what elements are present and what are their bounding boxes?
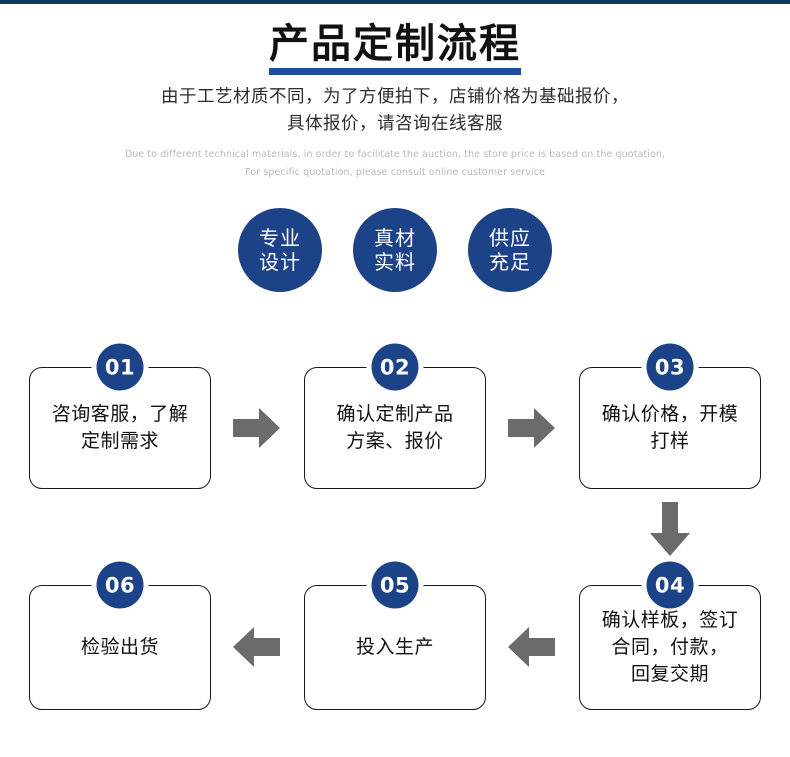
badge-line-2: 充足	[489, 250, 531, 274]
process-flow-diagram: 咨询客服，了解 定制需求 01 确认定制产品 方案、报价 02 确认价格，开模 …	[0, 330, 790, 730]
process-step-04-box: 确认样板，签订 合同，付款， 回复交期	[579, 585, 761, 710]
process-step-03: 确认价格，开模 打样 03	[579, 343, 761, 489]
process-step-06-label: 检验出货	[71, 634, 169, 661]
step-label-line: 检验出货	[80, 636, 159, 659]
process-step-01-number: 01	[96, 343, 144, 391]
process-step-04-number: 04	[646, 561, 694, 609]
process-step-01-box: 咨询客服，了解 定制需求	[29, 367, 211, 489]
badge-line-1: 专业	[259, 225, 301, 250]
subtitle-chinese-line-1: 由于工艺材质不同，为了方便拍下，店铺价格为基础报价，	[161, 86, 629, 107]
process-step-01: 咨询客服，了解 定制需求 01	[29, 343, 211, 489]
process-step-05-label: 投入生产	[346, 634, 444, 661]
process-step-02-label: 确认定制产品 方案、报价	[326, 401, 463, 455]
arrow-right-icon-01-to-02	[233, 406, 281, 450]
process-step-04: 确认样板，签订 合同，付款， 回复交期 04	[579, 561, 761, 710]
step-label-line: 定制需求	[80, 430, 159, 452]
step-label-line: 合同，付款，	[611, 636, 729, 659]
subtitle-english-line-1: Due to different technical materials, in…	[124, 149, 666, 161]
process-step-06: 检验出货 06	[29, 561, 211, 710]
badge-line-2: 实料	[374, 250, 416, 274]
page-title: 产品定制流程	[269, 21, 521, 67]
step-label-line: 确认样板，签订	[601, 609, 739, 632]
arrow-right-icon-02-to-03	[508, 406, 556, 450]
process-step-04-label: 确认样板，签订 合同，付款， 回复交期	[592, 607, 749, 688]
process-step-02: 确认定制产品 方案、报价 02	[304, 343, 486, 489]
step-label-line: 回复交期	[630, 662, 709, 685]
arrow-left-icon-04-to-05	[508, 625, 556, 669]
arrow-down-icon-03-to-04	[648, 502, 692, 558]
feature-badge-professional-design: 专业 设计	[238, 208, 322, 292]
subtitle-english-line-2: For specific quotation, please consult o…	[245, 166, 545, 178]
badge-line-1: 供应	[489, 225, 531, 250]
step-label-line: 打样	[650, 430, 690, 452]
step-label-line: 投入生产	[355, 636, 434, 659]
process-step-01-label: 咨询客服，了解 定制需求	[42, 401, 199, 455]
badge-line-2: 设计	[259, 250, 301, 274]
feature-badge-genuine-materials: 真材 实料	[353, 208, 437, 292]
process-step-03-number: 03	[646, 343, 694, 391]
process-step-02-number: 02	[371, 343, 419, 391]
title-underline	[269, 67, 521, 75]
process-step-03-label: 确认价格，开模 打样	[592, 401, 749, 455]
process-step-02-box: 确认定制产品 方案、报价	[304, 367, 486, 489]
subtitle-chinese: 由于工艺材质不同，为了方便拍下，店铺价格为基础报价， 具体报价，请咨询在线客服	[0, 84, 790, 138]
feature-badge-group: 专业 设计 真材 实料 供应 充足	[0, 208, 790, 292]
badge-line-1: 真材	[374, 225, 416, 250]
page-title-wrapper: 产品定制流程	[269, 4, 521, 75]
arrow-left-icon-05-to-06	[233, 625, 281, 669]
process-step-06-number: 06	[96, 561, 144, 609]
step-label-line: 咨询客服，了解	[51, 403, 189, 426]
step-label-line: 确认定制产品	[336, 403, 454, 426]
subtitle-chinese-line-2: 具体报价，请咨询在线客服	[287, 113, 503, 134]
step-label-line: 方案、报价	[346, 430, 444, 452]
feature-badge-ample-supply: 供应 充足	[468, 208, 552, 292]
subtitle-english: Due to different technical materials, in…	[0, 146, 790, 181]
header-section: 产品定制流程 由于工艺材质不同，为了方便拍下，店铺价格为基础报价， 具体报价，请…	[0, 4, 790, 181]
process-step-05-number: 05	[371, 561, 419, 609]
top-accent-bar	[0, 0, 790, 4]
process-step-05: 投入生产 05	[304, 561, 486, 710]
step-label-line: 确认价格，开模	[601, 403, 739, 426]
